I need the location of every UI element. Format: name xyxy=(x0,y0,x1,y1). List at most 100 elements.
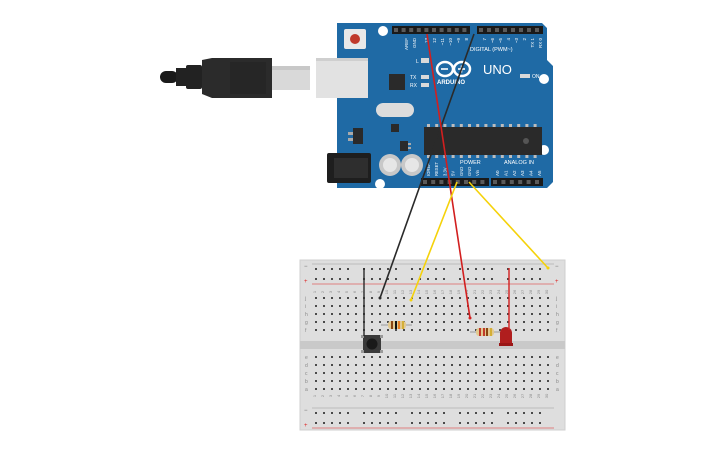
col-number: 5 xyxy=(344,290,349,293)
red-led[interactable] xyxy=(499,327,513,346)
resistor-led[interactable] xyxy=(470,328,500,336)
row-letter: i xyxy=(305,304,306,310)
col-number: 25 xyxy=(504,393,509,398)
rx-label: RX xyxy=(410,83,418,89)
pin-label: A4 xyxy=(529,170,534,176)
col-number: 14 xyxy=(416,393,421,398)
pin-label: RX 0 xyxy=(538,38,543,49)
wire-yellow-5v xyxy=(410,181,458,301)
row-letter: c xyxy=(305,371,308,377)
col-number: 21 xyxy=(472,393,477,398)
col-number: 2 xyxy=(320,290,325,293)
col-number: 12 xyxy=(400,393,405,398)
col-number: 18 xyxy=(448,393,453,398)
usb-b-port xyxy=(316,58,368,98)
pin-label: GND xyxy=(412,37,417,48)
row-letter: e xyxy=(305,355,308,361)
pin-label: 8 xyxy=(464,38,469,41)
col-number: 18 xyxy=(448,289,453,294)
wires[interactable] xyxy=(363,33,550,336)
led-rx xyxy=(421,83,429,87)
col-number: 4 xyxy=(336,394,341,397)
pin-label: 2 xyxy=(522,38,527,41)
row-letter: j xyxy=(555,296,557,302)
pin-label: A3 xyxy=(520,170,525,176)
logo-text: ARDUINO xyxy=(437,80,465,86)
pin-label: ~5 xyxy=(498,38,503,44)
col-number: 12 xyxy=(400,289,405,294)
led-l xyxy=(421,58,429,63)
row-letter: i xyxy=(556,304,557,310)
usb-cable[interactable] xyxy=(160,58,310,98)
power-header[interactable] xyxy=(421,178,543,186)
mount-hole xyxy=(378,26,388,36)
col-number: 13 xyxy=(408,393,413,398)
pin-label: 12 xyxy=(432,38,437,44)
pin-label: ~11 xyxy=(440,38,445,46)
col-number: 19 xyxy=(456,393,461,398)
pin-label: A2 xyxy=(512,170,517,176)
pin-label: 5V xyxy=(451,171,456,176)
resistor-button[interactable] xyxy=(381,321,412,329)
mount-hole xyxy=(539,74,549,84)
row-letter: f xyxy=(556,328,558,334)
col-number: 3 xyxy=(328,394,333,397)
col-number: 11 xyxy=(392,393,397,398)
led-on xyxy=(520,74,530,78)
col-number: 28 xyxy=(528,289,533,294)
push-button[interactable] xyxy=(361,335,383,353)
mount-hole xyxy=(375,179,385,189)
col-number: 22 xyxy=(480,393,485,398)
pin-label: 7 xyxy=(482,38,487,41)
tx-label: TX xyxy=(410,75,417,81)
col-number: 6 xyxy=(352,290,357,293)
col-number: 14 xyxy=(416,289,421,294)
col-number: 13 xyxy=(408,289,413,294)
pin-label: AREF xyxy=(404,38,409,50)
col-number: 17 xyxy=(440,393,445,398)
col-number: 16 xyxy=(432,289,437,294)
reset-button[interactable] xyxy=(344,29,366,49)
pin-label: TX 1 xyxy=(530,38,535,48)
dc-power-jack[interactable] xyxy=(327,153,371,183)
col-number: 23 xyxy=(488,393,493,398)
row-letter: f xyxy=(305,328,307,334)
col-number: 23 xyxy=(488,289,493,294)
col-number: 21 xyxy=(472,289,477,294)
row-letter: h xyxy=(556,312,559,318)
col-number: 2 xyxy=(320,394,325,397)
col-number: 1 xyxy=(312,394,317,397)
row-letter: g xyxy=(305,320,308,326)
col-number: 7 xyxy=(360,290,365,293)
col-number: 30 xyxy=(544,393,549,398)
digital-header[interactable] xyxy=(392,26,543,34)
col-number: 19 xyxy=(456,289,461,294)
rail-minus-label-bottom: − xyxy=(304,408,308,414)
power-header-label: POWER xyxy=(460,160,481,166)
col-number: 15 xyxy=(424,393,429,398)
pin-label: GND xyxy=(467,167,472,176)
pin-label: ~10 xyxy=(448,38,453,46)
wire-yellow-gnd xyxy=(468,181,549,269)
col-number: 4 xyxy=(336,290,341,293)
pin-label: A5 xyxy=(537,170,542,176)
pin-label: GND xyxy=(459,167,464,176)
row-letter: d xyxy=(556,363,559,369)
pin-label: Vin xyxy=(475,169,480,176)
row-letter: d xyxy=(305,363,308,369)
wire-red-pin13 xyxy=(426,33,471,319)
col-number: 6 xyxy=(352,394,357,397)
pin-label: IOREF xyxy=(426,163,431,176)
pin-label: ~3 xyxy=(514,38,519,44)
col-number: 20 xyxy=(464,393,469,398)
col-number: 7 xyxy=(360,394,365,397)
rail-minus-label: − xyxy=(304,264,308,270)
col-number: 5 xyxy=(344,394,349,397)
pin-label: A1 xyxy=(503,170,508,176)
rail-plus-label-right: + xyxy=(555,279,559,285)
